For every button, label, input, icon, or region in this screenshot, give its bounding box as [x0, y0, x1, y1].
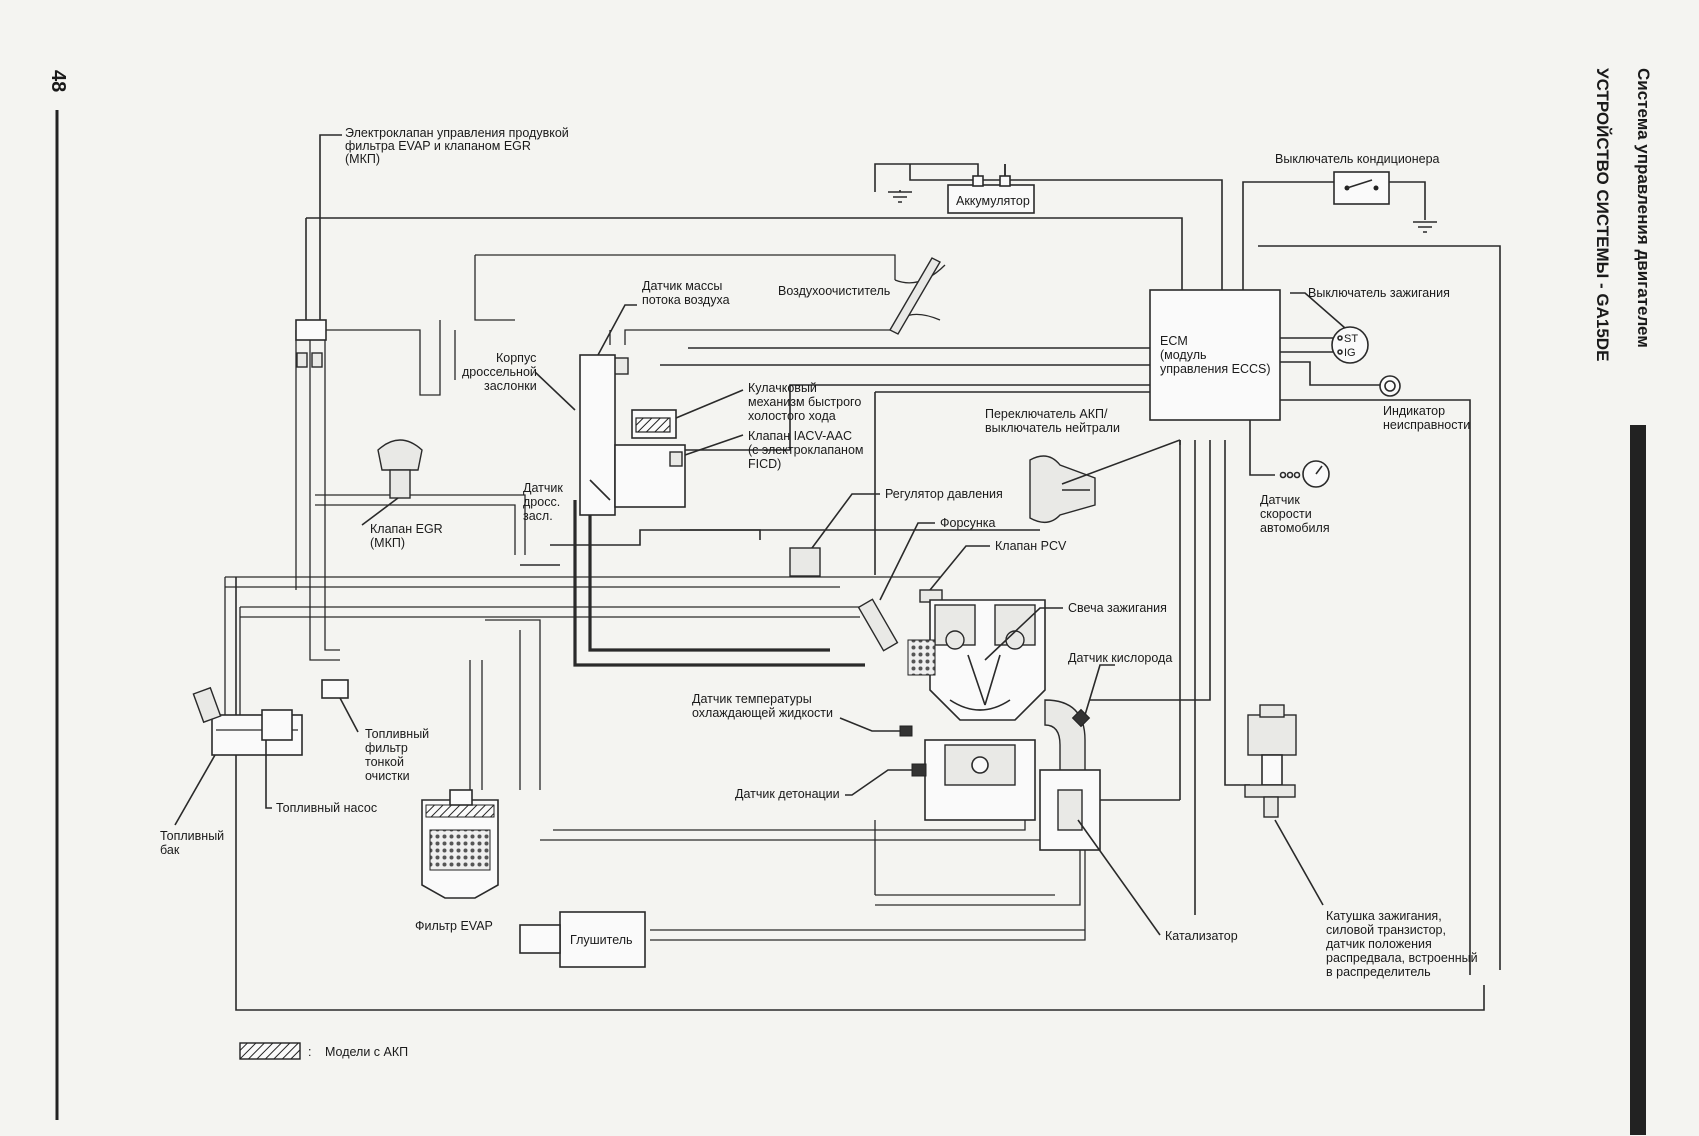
ignition-switch-component: ST IG Выключатель зажигания	[1290, 286, 1450, 364]
at-switch-label-1: Переключатель АКП/	[985, 407, 1108, 421]
coil-label-4: распредвала, встроенный	[1326, 951, 1478, 965]
o2-sensor-component: Датчик кислорода	[1044, 651, 1172, 781]
ac-switch-label: Выключатель кондиционера	[1275, 152, 1440, 166]
evap-solenoid-label-2: фильтра EVAP и клапаном EGR	[345, 139, 531, 153]
legend: : Модели с АКП	[239, 1042, 408, 1060]
fuel-tank-label-2: бак	[160, 843, 180, 857]
o2-label: Датчик кислорода	[1068, 651, 1172, 665]
coil-label-5: в распределитель	[1326, 965, 1431, 979]
ignition-st: ST	[1344, 333, 1358, 345]
fast-idle-cam-component: Кулачковый механизм быстрого холостого х…	[631, 381, 861, 439]
coolant-label-2: охлаждающей жидкости	[692, 706, 833, 720]
air-cleaner-label: Воздухоочиститель	[778, 284, 890, 298]
throttle-body-label-3: заслонки	[484, 379, 537, 393]
maf-label-1: Датчик массы	[642, 279, 722, 293]
iacv-label-3: FICD)	[748, 457, 781, 471]
wiring	[224, 163, 1501, 1011]
throttle-sensor-label-3: засл.	[523, 509, 553, 523]
evap-canister-component: Фильтр EVAP	[415, 789, 499, 933]
maf-label-2: потока воздуха	[642, 293, 730, 307]
evap-solenoid-label-1: Электроклапан управления продувкой	[345, 126, 569, 140]
throttle-sensor-label-group: Датчик дросс. засл.	[523, 481, 563, 523]
coil-label-1: Катушка зажигания,	[1326, 909, 1442, 923]
evap-solenoid-component: Электроклапан управления продувкой фильт…	[295, 126, 569, 368]
throttle-body-component: Корпус дроссельной заслонки	[462, 351, 616, 516]
fuel-filter-label-3: тонкой	[365, 755, 404, 769]
catalyst-label: Катализатор	[1165, 929, 1238, 943]
at-switch-label-2: выключатель нейтрали	[985, 421, 1120, 435]
fuel-filter-label-1: Топливный	[365, 727, 429, 741]
evap-canister-label: Фильтр EVAP	[415, 919, 493, 933]
ecm-label-1: ECM	[1160, 334, 1188, 348]
fuel-filter-label-2: фильтр	[365, 741, 408, 755]
muffler-component: Глушитель	[519, 911, 646, 968]
iacv-valve-component: Клапан IACV-AAC (с электроклапаном FICD)	[614, 429, 864, 508]
ignition-switch-label: Выключатель зажигания	[1308, 286, 1450, 300]
battery-label: Аккумулятор	[956, 194, 1030, 208]
fuel-pump-component: Топливный насос	[261, 709, 377, 815]
pressure-regulator-component	[789, 493, 880, 577]
at-switch-component: Переключатель АКП/ выключатель нейтрали	[985, 407, 1181, 523]
vss-label-1: Датчик	[1260, 493, 1300, 507]
fast-idle-cam-label-3: холостого хода	[748, 409, 836, 423]
legend-text: Модели с АКП	[325, 1045, 408, 1059]
injector-component: Форсунка	[857, 516, 996, 652]
engine-block	[907, 599, 1046, 821]
distributor-component: Катушка зажигания, силовой транзистор, д…	[1244, 704, 1478, 979]
vss-label-3: автомобиля	[1260, 521, 1330, 535]
mil-label-2: неисправности	[1383, 418, 1470, 432]
ignition-ig: IG	[1344, 347, 1356, 359]
ac-switch-component: Выключатель кондиционера	[1275, 152, 1440, 233]
page-number: 48	[47, 70, 69, 92]
legend-separator: :	[308, 1045, 311, 1059]
throttle-sensor-label-2: дросс.	[523, 495, 560, 509]
right-edge-bar	[1630, 425, 1646, 1135]
legend-swatch	[239, 1042, 301, 1060]
vss-label-2: скорости	[1260, 507, 1312, 521]
fast-idle-cam-label-2: механизм быстрого	[748, 395, 861, 409]
iacv-label-2: (с электроклапаном	[748, 443, 864, 457]
ecm-label-3: управления ECCS)	[1160, 362, 1271, 376]
ecm-label-2: (модуль	[1160, 348, 1207, 362]
section-title: Система управления двигателем	[1634, 68, 1653, 348]
battery-component: Аккумулятор	[888, 163, 1035, 214]
coolant-sensor-component: Датчик температуры охлаждающей жидкости	[692, 692, 913, 737]
mil-component: Индикатор неисправности	[1379, 375, 1470, 432]
spark-plug-label: Свеча зажигания	[1068, 601, 1167, 615]
air-cleaner-component: Воздухоочиститель	[778, 257, 941, 335]
mil-label-1: Индикатор	[1383, 404, 1445, 418]
pcv-label: Клапан PCV	[995, 539, 1067, 553]
throttle-body-label-2: дроссельной	[462, 365, 537, 379]
spark-plug-component: Свеча зажигания	[984, 601, 1167, 661]
pressure-regulator-text: Регулятор давления	[885, 487, 1003, 501]
catalyst-component: Катализатор	[1039, 769, 1238, 943]
injector-label: Форсунка	[940, 516, 996, 530]
maf-sensor-component: Датчик массы потока воздуха	[597, 279, 730, 375]
vss-component: Датчик скорости автомобиля	[1260, 460, 1330, 535]
coolant-label-1: Датчик температуры	[692, 692, 812, 706]
fuel-filter-component: Топливный фильтр тонкой очистки	[321, 679, 429, 783]
iacv-label-1: Клапан IACV-AAC	[748, 429, 852, 443]
fuel-filter-label-4: очистки	[365, 769, 410, 783]
pcv-valve-component: Клапан PCV	[919, 539, 1067, 603]
coil-label-2: силовой транзистор,	[1326, 923, 1446, 937]
egr-label-1: Клапан EGR	[370, 522, 443, 536]
knock-label: Датчик детонации	[735, 787, 840, 801]
throttle-body-label-1: Корпус	[496, 351, 536, 365]
muffler-label: Глушитель	[570, 933, 633, 947]
egr-label-2: (МКП)	[370, 536, 405, 550]
knock-sensor-component: Датчик детонации	[735, 763, 927, 801]
coil-label-3: датчик положения	[1326, 937, 1432, 951]
egr-valve-component: Клапан EGR (МКП)	[361, 439, 443, 550]
throttle-sensor-label-1: Датчик	[523, 481, 563, 495]
fuel-pump-label: Топливный насос	[276, 801, 377, 815]
page-title: УСТРОЙСТВО СИСТЕМЫ - GA15DE	[1593, 68, 1612, 361]
evap-solenoid-label-3: (МКП)	[345, 152, 380, 166]
ecm-component: ECM (модуль управления ECCS)	[1149, 289, 1281, 421]
fuel-tank-component: Топливный бак	[160, 686, 303, 857]
fuel-tank-label-1: Топливный	[160, 829, 224, 843]
fast-idle-cam-label-1: Кулачковый	[748, 381, 817, 395]
